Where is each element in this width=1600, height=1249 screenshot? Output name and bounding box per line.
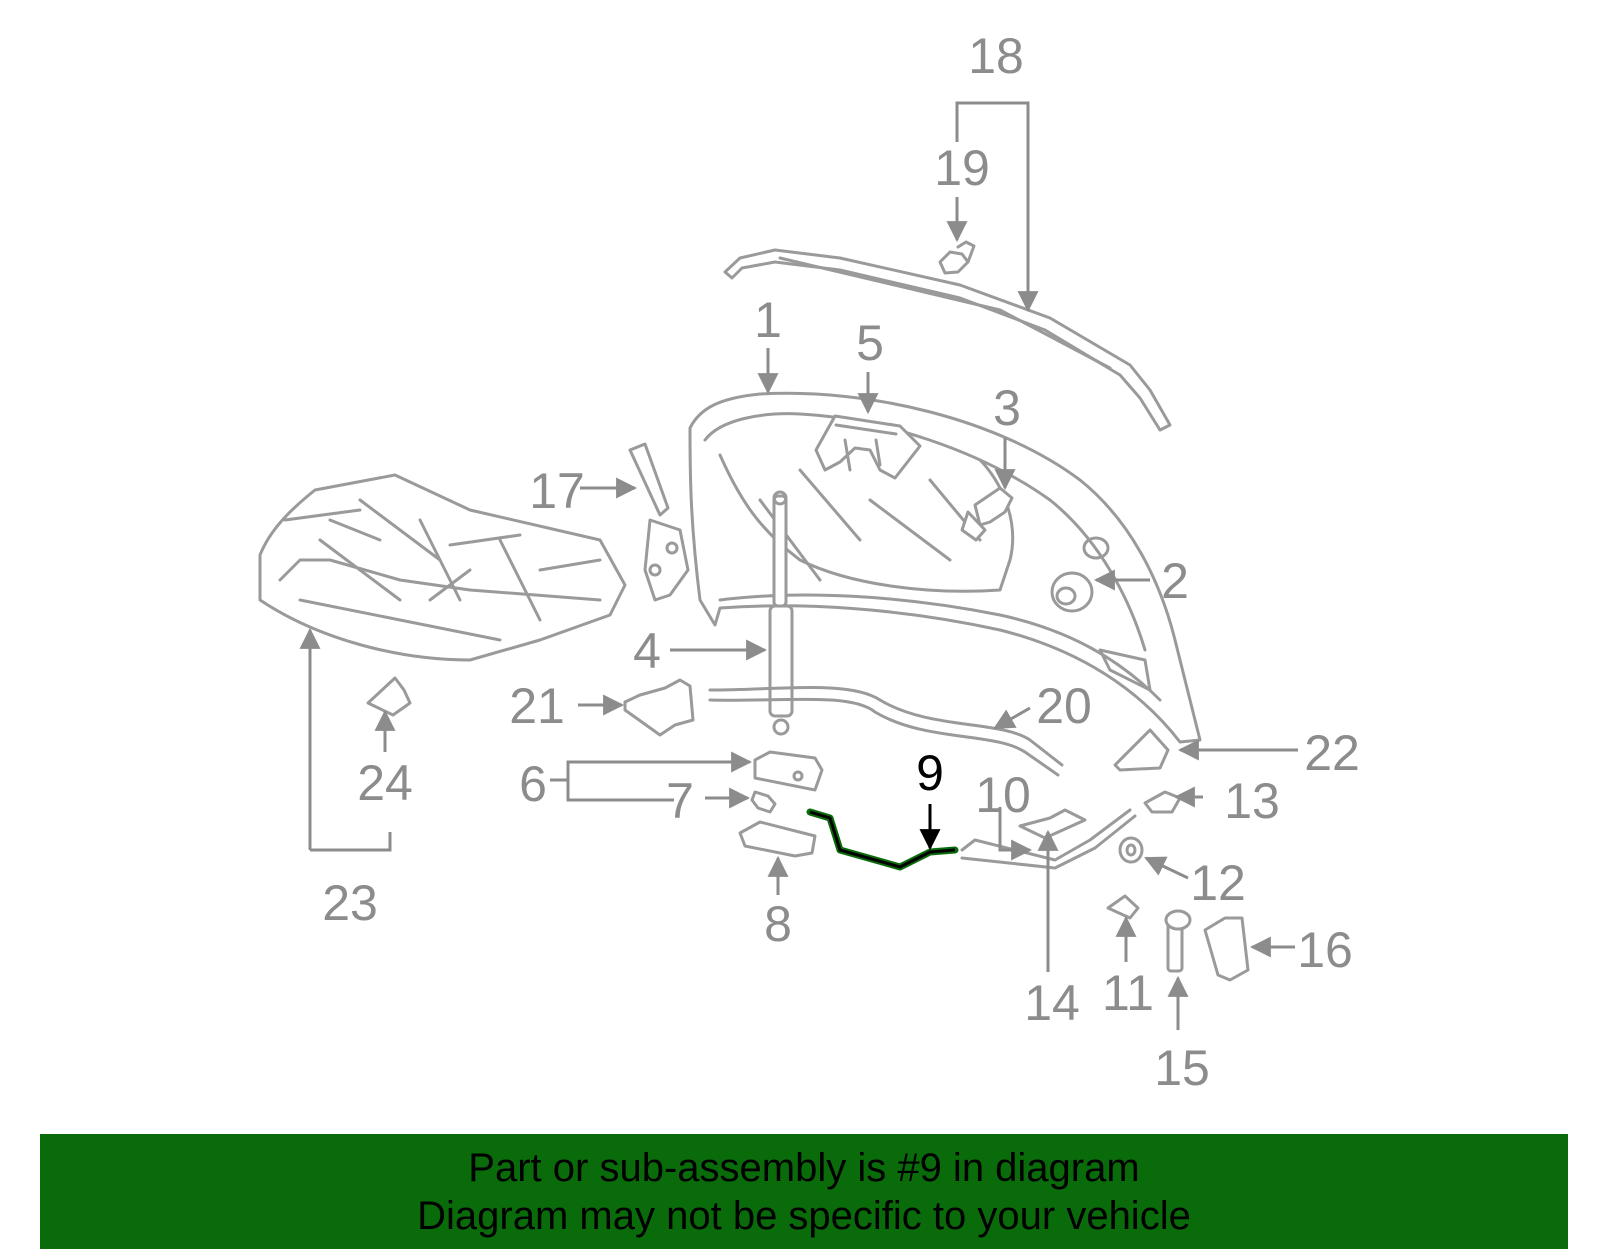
callout-22[interactable]: 22 bbox=[1304, 725, 1360, 781]
part-19-clip[interactable] bbox=[938, 240, 976, 275]
callout-13[interactable]: 13 bbox=[1224, 773, 1280, 829]
part-10-14-cable-bracket[interactable] bbox=[960, 808, 1137, 870]
leader-12 bbox=[1144, 856, 1189, 880]
banner-line-disclaimer: Diagram may not be specific to your vehi… bbox=[417, 1194, 1191, 1238]
part-4-strut[interactable] bbox=[768, 490, 794, 736]
callout-6[interactable]: 6 bbox=[519, 756, 547, 812]
callout-20[interactable]: 20 bbox=[1036, 678, 1092, 734]
leader-6-branch bbox=[566, 780, 674, 802]
part-7-clip[interactable] bbox=[750, 790, 777, 814]
callout-1[interactable]: 1 bbox=[754, 292, 782, 348]
callout-8[interactable]: 8 bbox=[764, 896, 792, 952]
part-23-insulator[interactable] bbox=[258, 473, 627, 662]
callout-10[interactable]: 10 bbox=[975, 767, 1031, 823]
part-6-handle[interactable] bbox=[753, 750, 824, 792]
callout-15[interactable]: 15 bbox=[1154, 1040, 1210, 1096]
part-8-cover[interactable] bbox=[738, 820, 817, 858]
leader-10 bbox=[998, 807, 1033, 861]
part-21-bracket[interactable] bbox=[623, 678, 695, 737]
part-9-release-rod[interactable] bbox=[806, 808, 959, 871]
callout-16[interactable]: 16 bbox=[1297, 922, 1353, 978]
callout-9[interactable]: 9 bbox=[916, 745, 944, 801]
part-12-grommet[interactable] bbox=[1118, 836, 1144, 864]
callout-14[interactable]: 14 bbox=[1024, 975, 1080, 1031]
part-17-hinge[interactable] bbox=[628, 442, 690, 602]
leader-23-branch bbox=[310, 832, 392, 852]
callout-3[interactable]: 3 bbox=[993, 380, 1021, 436]
part-3-bumper[interactable] bbox=[960, 486, 1014, 542]
part-2-grommet[interactable] bbox=[1050, 571, 1094, 613]
callout-4[interactable]: 4 bbox=[633, 623, 661, 679]
callout-5[interactable]: 5 bbox=[856, 315, 884, 371]
part-11-clip[interactable] bbox=[1106, 894, 1140, 920]
info-banner: Part or sub-assembly is #9 in diagram Di… bbox=[40, 1134, 1568, 1249]
part-15-pin[interactable] bbox=[1164, 909, 1192, 973]
callout-12[interactable]: 12 bbox=[1190, 855, 1246, 911]
part-20-cable[interactable] bbox=[708, 686, 1064, 777]
callout-18[interactable]: 18 bbox=[968, 28, 1024, 84]
leader-6 bbox=[550, 751, 753, 782]
part-5-bracket[interactable] bbox=[814, 414, 922, 480]
part-24-clip[interactable] bbox=[366, 676, 412, 717]
part-18-hood-seal[interactable] bbox=[723, 248, 1172, 432]
callout-7[interactable]: 7 bbox=[666, 773, 694, 829]
callout-17[interactable]: 17 bbox=[529, 463, 585, 519]
leader-20 bbox=[993, 706, 1031, 730]
leader-18 bbox=[955, 101, 1039, 313]
callout-24[interactable]: 24 bbox=[357, 755, 413, 811]
callout-19[interactable]: 19 bbox=[934, 140, 990, 196]
part-13-clip[interactable] bbox=[1143, 790, 1182, 814]
callout-23[interactable]: 23 bbox=[322, 875, 378, 931]
callout-11[interactable]: 11 bbox=[1102, 965, 1154, 1021]
banner-line-part: Part or sub-assembly is #9 in diagram bbox=[468, 1146, 1140, 1190]
callout-2[interactable]: 2 bbox=[1161, 553, 1189, 609]
part-16-cap[interactable] bbox=[1203, 916, 1250, 982]
callout-21[interactable]: 21 bbox=[509, 678, 565, 734]
part-22-bracket[interactable] bbox=[1113, 728, 1170, 772]
parts-diagram: 18 19 1 5 3 2 4 17 21 20 22 6 7 8 9 10 1… bbox=[258, 28, 1360, 1096]
